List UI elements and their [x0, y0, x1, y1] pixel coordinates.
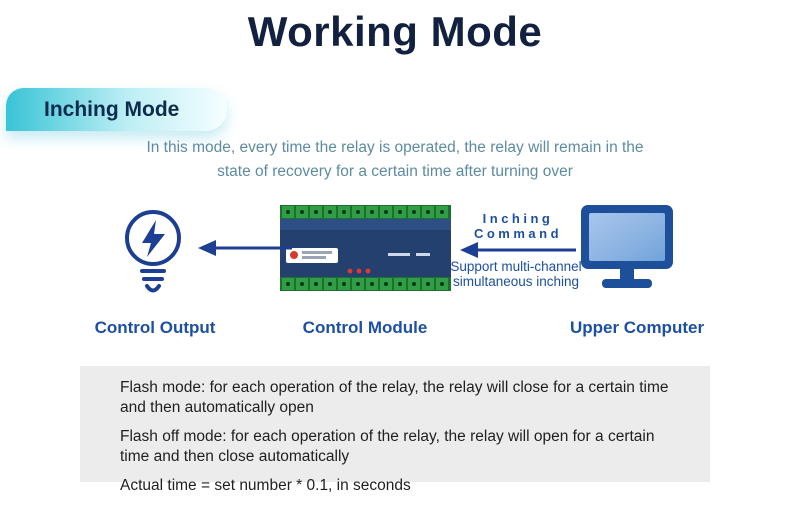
bulb-zap-icon [118, 206, 188, 306]
control-module-label: Control Module [302, 318, 428, 337]
page-title: Working Mode [247, 8, 543, 55]
upper-computer-label: Upper Computer [569, 318, 705, 337]
monitor-icon [578, 203, 678, 298]
control-output-label: Control Output [94, 318, 216, 337]
inching-command-label: Inching Command [473, 211, 563, 241]
note-actual-time: Actual time = set number * 0.1, in secon… [120, 477, 411, 494]
note-flash-mode: Flash mode: for each operation of the re… [120, 379, 669, 416]
description: In this mode, every time the relay is op… [0, 136, 790, 184]
description-line-2: state of recovery for a certain time aft… [217, 163, 573, 180]
description-line-1: In this mode, every time the relay is op… [146, 139, 644, 156]
module-top-terminals [280, 205, 451, 219]
module-bottom-terminals [280, 277, 451, 291]
arrow-left-icon-computer-to-module [458, 240, 580, 260]
support-multichannel-label: Support multi-channel simultaneous inchi… [450, 259, 582, 289]
notes-panel: Flash mode: for each operation of the re… [80, 366, 710, 494]
arrow-left-icon-module-to-output [196, 238, 296, 258]
badge-inching-mode: Inching Mode [6, 88, 228, 131]
control-module-illustration [278, 203, 453, 295]
badge-label: Inching Mode [44, 97, 180, 121]
note-flash-off-mode: Flash off mode: for each operation of th… [120, 428, 655, 465]
